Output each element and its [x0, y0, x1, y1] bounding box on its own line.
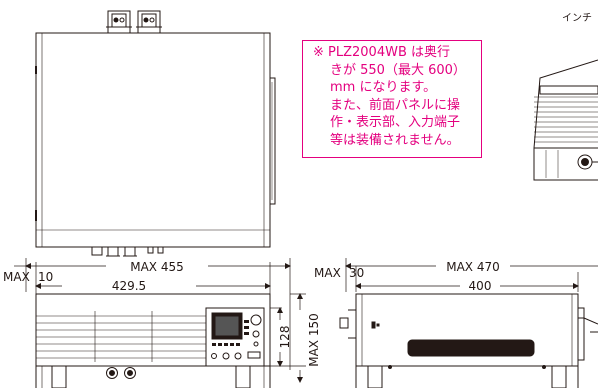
front-panel-buttons	[212, 320, 249, 346]
side-offset-label: 30	[349, 266, 364, 280]
perspective-view	[533, 59, 598, 181]
side-offset-prefix: MAX	[314, 266, 341, 280]
side-max-depth-label: MAX 470	[446, 260, 500, 274]
top-terminal-right	[136, 10, 162, 34]
pink-note-box: ※ PLZ2004WB は奥行 きが 550（最大 600） mm になります。…	[302, 40, 482, 158]
side-view	[339, 293, 598, 388]
note-line: mm になります。	[330, 80, 437, 96]
note-line: ※ PLZ2004WB は奥行	[313, 45, 451, 60]
side-handle	[407, 339, 535, 357]
top-input-knobs	[91, 246, 164, 257]
front-offset-label: 10	[38, 270, 53, 284]
front-max-width-label: MAX 455	[130, 260, 184, 274]
front-width-label: 429.5	[112, 279, 146, 293]
dimension-lines	[14, 258, 598, 383]
front-offset-prefix: MAX	[3, 270, 30, 284]
front-height-label: 128	[278, 326, 292, 349]
side-depth-label: 400	[469, 279, 492, 293]
top-view	[35, 10, 276, 257]
note-line: きが 550（最大 600）	[330, 62, 466, 78]
top-terminal-left	[106, 10, 132, 34]
note-line: 等は装備されません。	[330, 132, 460, 148]
note-line: また、前面パネルに操	[330, 97, 461, 113]
front-view	[35, 293, 271, 388]
front-max-height-label: MAX 150	[307, 313, 321, 367]
note-line: 作・表示部、入力端子	[330, 115, 461, 131]
top-handle	[269, 77, 276, 205]
corner-label: インチ	[562, 12, 592, 24]
